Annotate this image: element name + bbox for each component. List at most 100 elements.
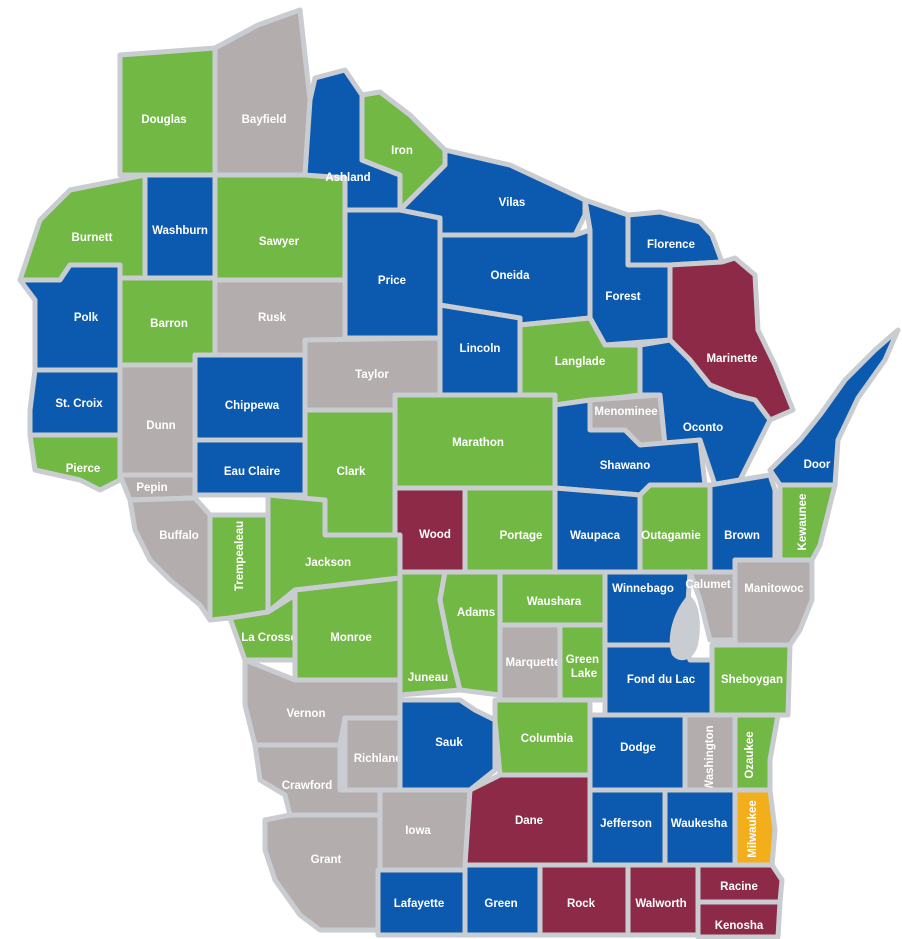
county-green-lake[interactable]: Green Lake: [557, 622, 608, 703]
county-bayfield[interactable]: Bayfield: [212, 7, 313, 178]
county-label-taylor: Taylor: [355, 369, 389, 381]
county-rock[interactable]: Rock: [537, 862, 631, 938]
county-eau-claire[interactable]: Eau Claire: [192, 437, 308, 498]
county-waukesha[interactable]: Waukesha: [662, 787, 738, 868]
county-florence[interactable]: Florence: [625, 209, 725, 268]
county-label-grant: Grant: [311, 854, 342, 866]
county-label-la-crosse: La Crosse: [241, 632, 297, 644]
county-richland[interactable]: Richland: [342, 715, 403, 793]
county-iowa[interactable]: Iowa: [377, 787, 473, 873]
county-marquette[interactable]: Marquette: [497, 622, 563, 703]
county-label-lincoln: Lincoln: [460, 343, 501, 355]
county-fond-du-lac[interactable]: Fond du Lac: [602, 642, 715, 718]
county-columbia[interactable]: Columbia: [492, 697, 593, 778]
county-label-washburn: Washburn: [152, 225, 208, 237]
county-label-clark: Clark: [337, 466, 366, 478]
county-label-waushara: Waushara: [527, 596, 582, 608]
county-wood[interactable]: Wood: [392, 485, 468, 575]
county-dunn[interactable]: Dunn: [117, 362, 198, 478]
county-label-juneau: Juneau: [408, 672, 448, 684]
county-label-milwaukee: Milwaukee: [747, 800, 759, 858]
county-waushara[interactable]: Waushara: [497, 569, 608, 628]
county-polk[interactable]: Polk: [17, 262, 123, 373]
county-label-menominee: Menominee: [594, 406, 657, 418]
county-portage[interactable]: Portage: [462, 485, 558, 575]
county-sheboygan[interactable]: Sheboygan: [709, 642, 793, 718]
county-label-jackson: Jackson: [305, 557, 351, 569]
county-washington[interactable]: Washington: [682, 712, 738, 793]
county-adams[interactable]: Adams: [437, 569, 503, 698]
county-washburn[interactable]: Washburn: [142, 172, 218, 281]
county-brown[interactable]: Brown: [707, 472, 778, 575]
county-kenosha[interactable]: Kenosha: [695, 899, 783, 939]
county-winnebago[interactable]: Winnebago: [602, 569, 693, 648]
lake-winnebago: [669, 595, 700, 661]
county-manitowoc[interactable]: Manitowoc: [732, 557, 815, 648]
county-label-vilas: Vilas: [499, 197, 526, 209]
county-lafayette[interactable]: Lafayette: [375, 867, 468, 938]
county-kewaunee[interactable]: Kewaunee: [777, 482, 838, 563]
county-ozaukee[interactable]: Ozaukee: [732, 712, 781, 793]
county-pierce[interactable]: Pierce: [27, 432, 123, 493]
county-label-forest: Forest: [605, 291, 640, 303]
county-label-iowa: Iowa: [405, 825, 431, 837]
county-chippewa[interactable]: Chippewa: [192, 352, 308, 443]
county-label-iron: Iron: [391, 145, 413, 157]
county-milwaukee[interactable]: Milwaukee: [732, 787, 778, 868]
county-label-bayfield: Bayfield: [242, 114, 287, 126]
county-label-winnebago: Winnebago: [612, 583, 674, 595]
county-label-outagamie: Outagamie: [641, 530, 700, 542]
county-lincoln[interactable]: Lincoln: [437, 302, 523, 398]
county-label-waukesha: Waukesha: [671, 818, 728, 830]
county-dodge[interactable]: Dodge: [587, 712, 688, 793]
county-racine[interactable]: Racine: [695, 862, 785, 905]
county-barron[interactable]: Barron: [117, 275, 218, 368]
county-label-wood: Wood: [419, 529, 451, 541]
county-label-sawyer: Sawyer: [259, 236, 300, 248]
county-dane[interactable]: Dane: [462, 772, 593, 868]
county-label-fond-du-lac: Fond du Lac: [627, 674, 696, 686]
county-label-pierce: Pierce: [66, 463, 101, 475]
county-green[interactable]: Green: [462, 862, 543, 938]
county-marathon[interactable]: Marathon: [392, 392, 558, 491]
county-label-rusk: Rusk: [258, 312, 287, 324]
county-label-trempealeau: Trempealeau: [234, 521, 246, 591]
county-label-richland: Richland: [354, 753, 403, 765]
county-label-st-croix: St. Croix: [55, 398, 103, 410]
county-jefferson[interactable]: Jefferson: [587, 787, 668, 868]
county-label-barron: Barron: [150, 318, 188, 330]
county-waupaca[interactable]: Waupaca: [552, 485, 643, 575]
county-label-crawford: Crawford: [282, 780, 332, 792]
county-label-door: Door: [804, 459, 831, 471]
county-label-oneida: Oneida: [491, 270, 531, 282]
county-label-pepin: Pepin: [136, 482, 167, 494]
county-calumet[interactable]: Calumet: [685, 569, 738, 643]
county-label-florence: Florence: [647, 239, 695, 251]
county-grant[interactable]: Grant: [262, 812, 383, 933]
county-outagamie[interactable]: Outagamie: [637, 482, 713, 575]
county-label-burnett: Burnett: [72, 232, 113, 244]
county-trempealeau[interactable]: Trempealeau: [207, 512, 271, 623]
county-label-eau-claire: Eau Claire: [224, 466, 280, 478]
county-label-monroe: Monroe: [330, 632, 372, 644]
county-oconto[interactable]: Oconto: [637, 337, 773, 488]
county-sauk[interactable]: Sauk: [397, 697, 498, 793]
county-sawyer[interactable]: Sawyer: [212, 172, 348, 283]
county-st-croix[interactable]: St. Croix: [27, 367, 123, 438]
county-label-douglas: Douglas: [141, 114, 186, 126]
county-label-columbia: Columbia: [521, 733, 574, 745]
county-label-ozaukee: Ozaukee: [744, 731, 756, 778]
county-label-green-lake-line2: Lake: [571, 668, 597, 680]
county-walworth[interactable]: Walworth: [625, 862, 701, 938]
county-monroe[interactable]: Monroe: [292, 575, 403, 683]
county-label-marquette: Marquette: [506, 657, 561, 669]
county-label-shawano: Shawano: [600, 460, 650, 472]
county-label-polk: Polk: [74, 312, 99, 324]
county-label-washington: Washington: [704, 725, 716, 790]
county-douglas[interactable]: Douglas: [117, 45, 218, 178]
county-label-jefferson: Jefferson: [600, 818, 652, 830]
county-buffalo[interactable]: Buffalo: [127, 495, 213, 623]
county-price[interactable]: Price: [342, 207, 443, 341]
county-label-langlade: Langlade: [555, 356, 605, 368]
county-label-racine: Racine: [720, 881, 758, 893]
